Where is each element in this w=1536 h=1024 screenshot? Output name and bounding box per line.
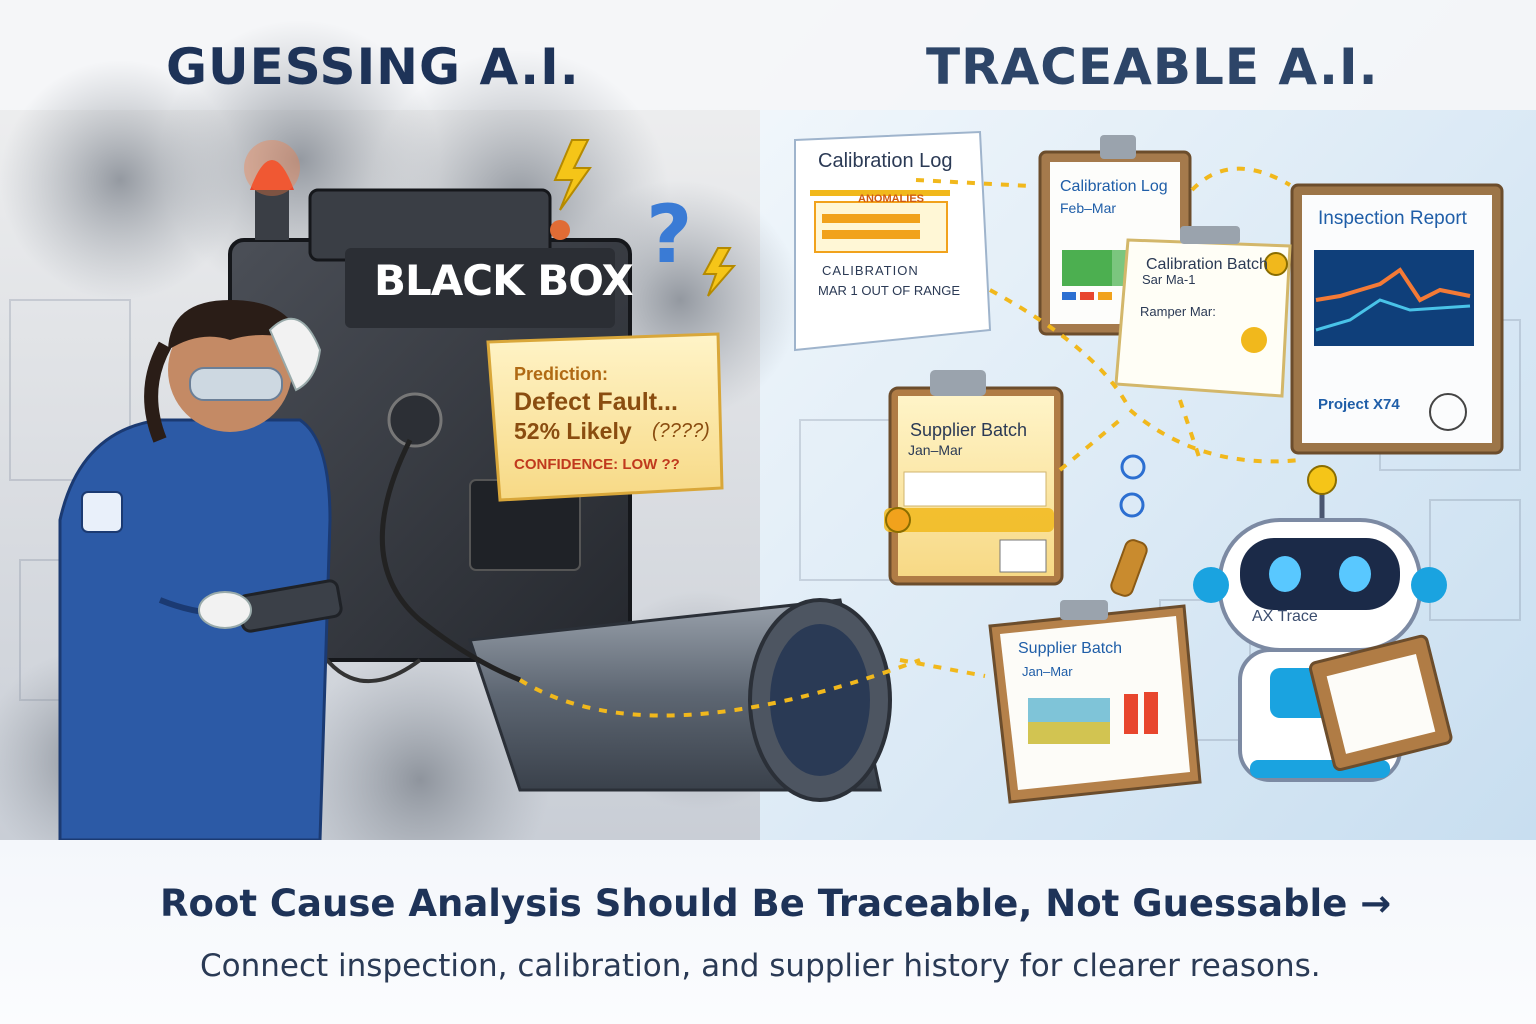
engineer-figure bbox=[58, 300, 343, 842]
inspection-report-board bbox=[1290, 183, 1504, 455]
ax-trace-robot bbox=[1110, 465, 1453, 782]
project-label: Project X74 bbox=[1318, 396, 1400, 413]
trace-links bbox=[518, 166, 1301, 718]
heading-traceable-ai: TRACEABLE A.I. bbox=[926, 38, 1379, 96]
inspected-pipe bbox=[467, 598, 892, 802]
supplier-batch-primary-card bbox=[884, 370, 1064, 586]
calibration-log-sheet bbox=[794, 130, 992, 352]
footer-subline: Connect inspection, calibration, and sup… bbox=[200, 948, 1321, 984]
confidence-low: CONFIDENCE: LOW ?? bbox=[514, 456, 680, 473]
heading-guessing-ai: GUESSING A.I. bbox=[166, 38, 580, 96]
calibration-log-card-period: Feb–Mar bbox=[1060, 200, 1117, 216]
footer-tagline: Root Cause Analysis Should Be Traceable,… bbox=[160, 882, 1391, 925]
prediction-note bbox=[486, 332, 724, 502]
calibration-batch-card bbox=[1114, 226, 1292, 398]
question-mark-icon: ? bbox=[646, 188, 692, 281]
alarm-beacon-icon bbox=[244, 140, 300, 240]
prediction-label: Prediction: bbox=[514, 364, 609, 384]
tagline-text: Root Cause Analysis Should Be Traceable,… bbox=[160, 882, 1348, 925]
supplier-batch-period: Jan–Mar bbox=[908, 442, 963, 458]
calibration-batch-line2: Ramper Mar: bbox=[1140, 304, 1216, 319]
calibration-batch-title: Calibration Batch bbox=[1146, 256, 1268, 273]
footer-banner bbox=[0, 840, 1536, 1024]
uncertainty-marker: (????) bbox=[652, 420, 710, 442]
inspection-report-title: Inspection Report bbox=[1318, 208, 1467, 229]
black-box-label: BLACK BOX bbox=[374, 256, 634, 305]
calibration-log-card-title: Calibration Log bbox=[1060, 178, 1168, 195]
calibration-batch-line1: Sar Ma-1 bbox=[1142, 272, 1196, 287]
robot-badge-label: AX Trace bbox=[1252, 608, 1318, 625]
out-of-range-note: MAR 1 OUT OF RANGE bbox=[818, 283, 961, 298]
calibration-section-label: CALIBRATION bbox=[822, 263, 919, 278]
supplier-batch-secondary-card bbox=[988, 600, 1202, 804]
prediction-value: Defect Fault... bbox=[514, 388, 678, 416]
supplier-batch-secondary-period: Jan–Mar bbox=[1022, 664, 1073, 679]
lightning-icon bbox=[553, 139, 592, 211]
anomalies-label: ANOMALIES bbox=[858, 193, 924, 205]
calibration-log-title: Calibration Log bbox=[818, 150, 953, 172]
supplier-batch-secondary-title: Supplier Batch bbox=[1018, 640, 1123, 657]
arrow-right-icon: → bbox=[1360, 882, 1392, 925]
supplier-batch-title: Supplier Batch bbox=[910, 420, 1028, 440]
likelihood-value: 52% Likely bbox=[514, 418, 632, 444]
